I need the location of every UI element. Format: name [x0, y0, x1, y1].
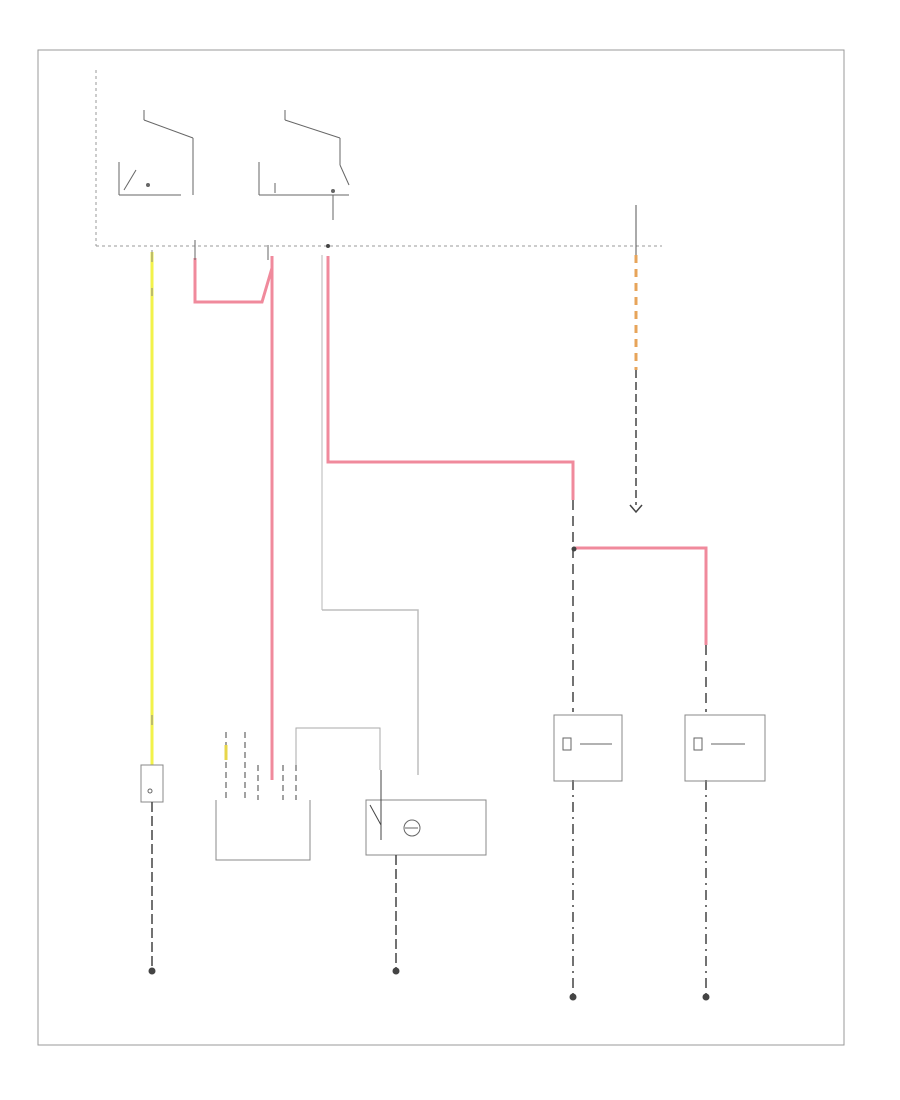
relay-one — [118, 110, 194, 196]
pink-wire-right — [321, 255, 708, 775]
splice-dots — [326, 244, 577, 552]
left-switch — [140, 764, 164, 968]
right-feed-wire — [629, 205, 643, 514]
ground-symbols — [148, 967, 710, 1001]
hvac-connector — [215, 727, 381, 861]
diagram-border — [37, 49, 845, 1046]
relay-two — [258, 110, 350, 220]
right-mirror-motor — [684, 714, 766, 782]
fuse-block — [95, 70, 662, 247]
left-mirror-motor — [553, 714, 623, 782]
pink-wire-left — [193, 240, 274, 780]
brake-switch-module — [365, 770, 487, 968]
